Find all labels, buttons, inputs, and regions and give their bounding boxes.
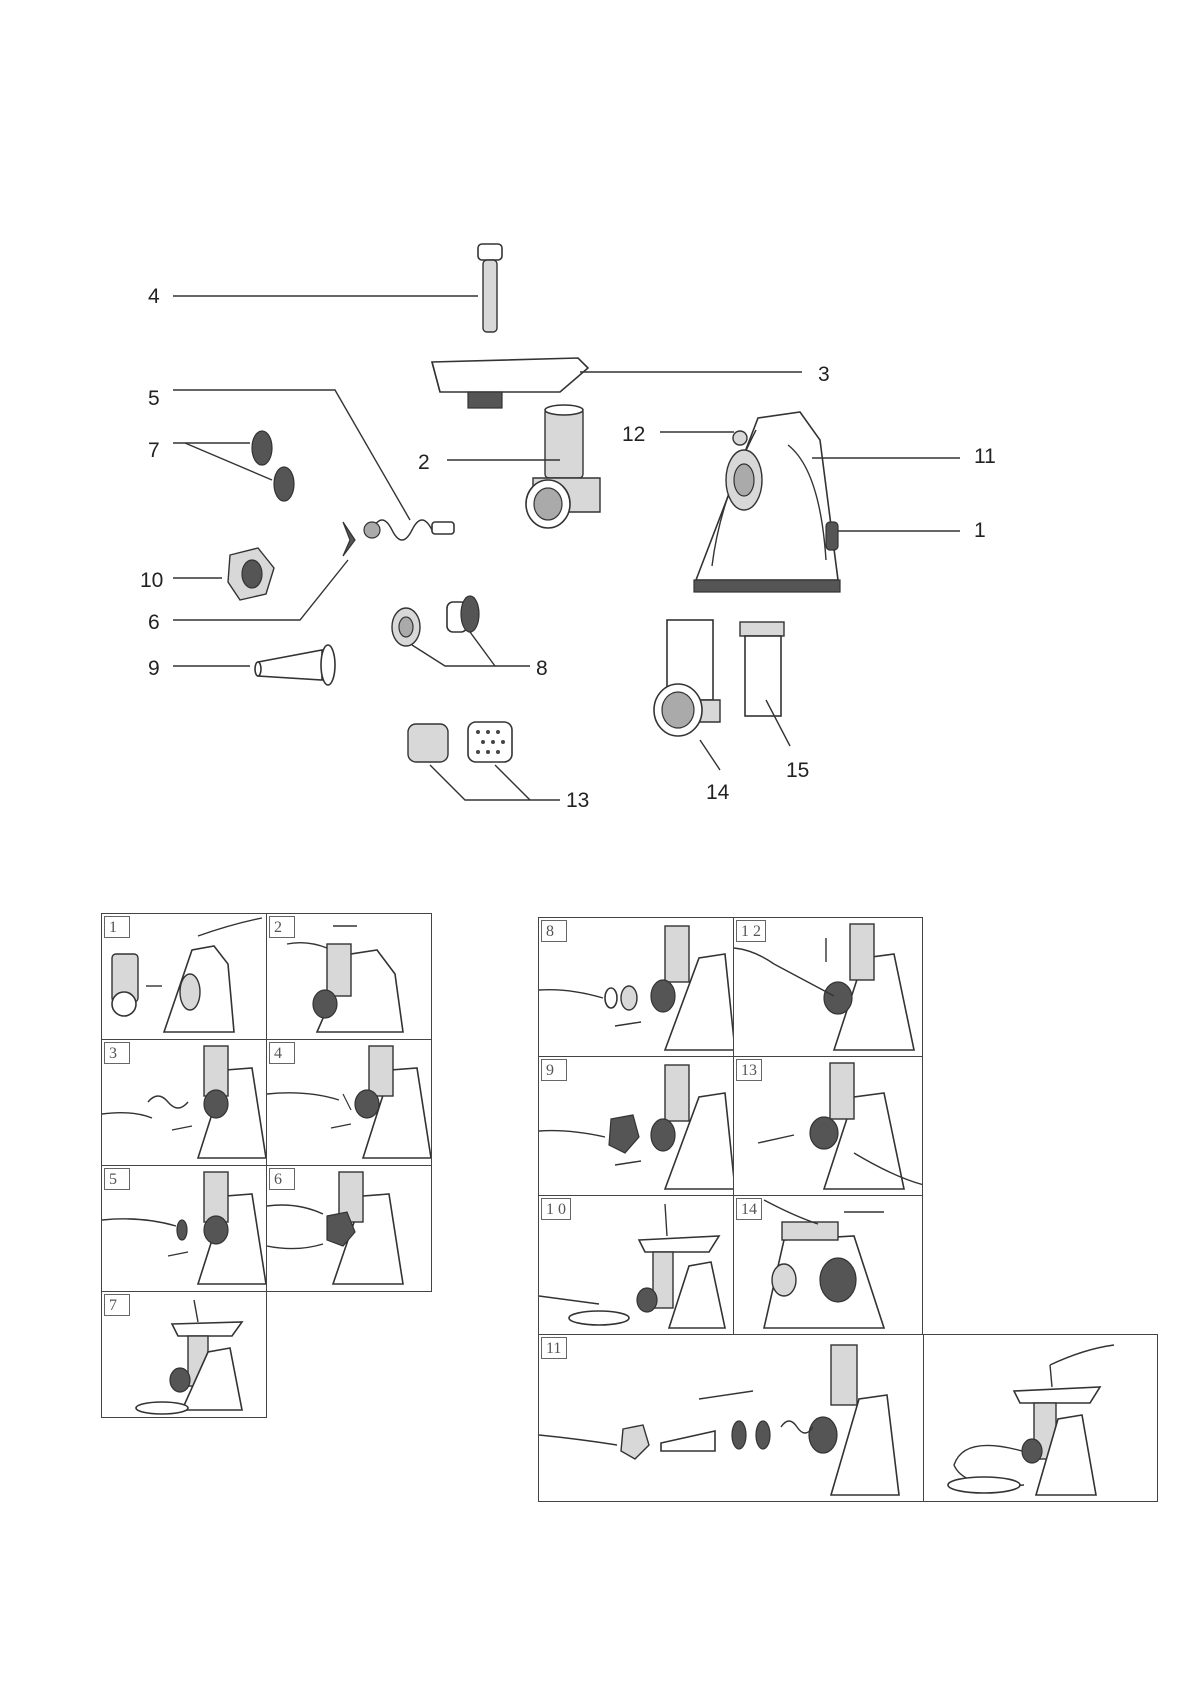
ring-nut-icon (227, 547, 275, 601)
meat-grinder-body-icon (111, 917, 263, 1033)
meat-grinder-body-icon (102, 1171, 266, 1285)
slicer-head-icon (653, 619, 721, 737)
step-panel-8: 8 (538, 917, 734, 1057)
callout-4: 4 (148, 285, 160, 308)
food-tray-icon (430, 357, 590, 409)
callout-10: 10 (140, 569, 164, 592)
sausage-nozzle-icon (254, 644, 336, 686)
meat-grinder-body-icon (693, 411, 841, 593)
callout-14: 14 (706, 781, 730, 804)
meat-grinder-body-icon (102, 1045, 266, 1159)
step-panel-1: 1 (101, 913, 267, 1040)
meat-grinder-body-icon (539, 1064, 733, 1190)
step-number: 14 (736, 1198, 762, 1220)
step-number: 6 (269, 1168, 295, 1190)
grating-drums-icon (407, 721, 513, 763)
exploded-view-drawing (173, 243, 960, 801)
step-panel-7: 7 (101, 1291, 267, 1418)
step-number: 2 (269, 916, 295, 938)
meat-grinder-body-icon (734, 923, 915, 1051)
step-number: 9 (541, 1059, 567, 1081)
blade-icon (342, 521, 356, 557)
callout-7: 7 (148, 439, 160, 462)
kebbe-attachment-icon (391, 595, 480, 647)
pusher-icon (477, 243, 503, 333)
step-number: 4 (269, 1042, 295, 1064)
callout-13: 13 (566, 789, 590, 812)
step-panel-4: 4 (266, 1039, 432, 1166)
step-number: 11 (541, 1337, 567, 1359)
step-panel-14: 14 (733, 1195, 923, 1335)
meat-grinder-body-icon (286, 925, 404, 1033)
cutting-plates-icon (251, 430, 295, 502)
callout-15: 15 (786, 759, 810, 782)
callout-2: 2 (418, 451, 430, 474)
step-number: 3 (104, 1042, 130, 1064)
slicer-pusher-icon (739, 621, 785, 717)
meat-grinder-body-icon (135, 1299, 244, 1415)
step-number: 7 (104, 1294, 130, 1316)
step-panel-5: 5 (101, 1165, 267, 1292)
step-number: 13 (736, 1059, 762, 1081)
meat-grinder-body-icon (947, 1344, 1115, 1496)
callout-9: 9 (148, 657, 160, 680)
meat-grinder-body-icon (267, 1171, 404, 1285)
callout-11: 11 (974, 445, 996, 468)
step-panel-10: 1 0 (538, 1195, 734, 1335)
callout-3: 3 (818, 363, 830, 386)
step-panel-11-result (923, 1334, 1158, 1502)
callout-6: 6 (148, 611, 160, 634)
meat-grinder-body-icon (539, 1203, 726, 1329)
step-panel-3: 3 (101, 1039, 267, 1166)
grinder-tube-icon (525, 404, 601, 529)
step-number: 1 2 (736, 920, 766, 942)
screw-icon (363, 519, 455, 541)
step-number: 1 (104, 916, 130, 938)
step-number: 5 (104, 1168, 130, 1190)
step-panel-11: 11 (538, 1334, 924, 1502)
callout-1: 1 (974, 519, 986, 542)
step-panel-13: 13 (733, 1056, 923, 1196)
step-number: 8 (541, 920, 567, 942)
callout-8: 8 (536, 657, 548, 680)
meat-grinder-body-icon (267, 1045, 431, 1159)
callout-5: 5 (148, 387, 160, 410)
meat-grinder-body-icon (539, 925, 733, 1051)
step-panel-6: 6 (266, 1165, 432, 1292)
meat-grinder-body-icon (762, 1199, 886, 1329)
meat-grinder-body-icon (757, 1062, 922, 1190)
step-panel-2: 2 (266, 913, 432, 1040)
callout-12: 12 (622, 423, 646, 446)
step-panel-9: 9 (538, 1056, 734, 1196)
meat-grinder-body-icon (539, 1344, 900, 1496)
step-panel-12: 1 2 (733, 917, 923, 1057)
step-number: 1 0 (541, 1198, 571, 1220)
